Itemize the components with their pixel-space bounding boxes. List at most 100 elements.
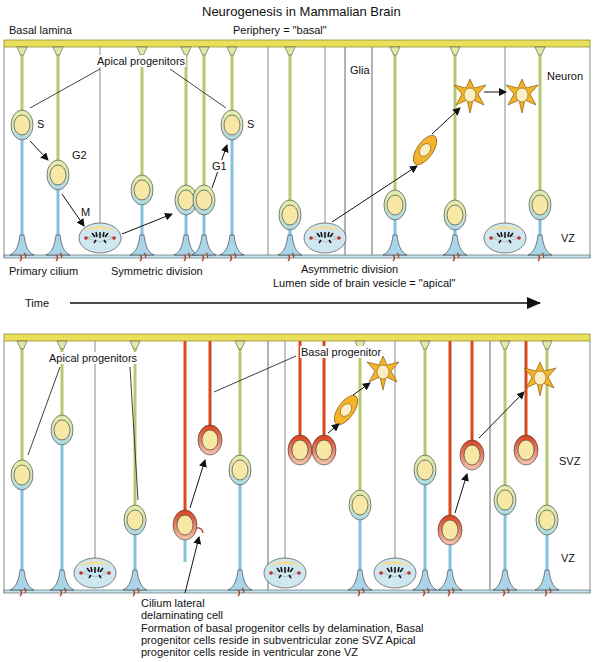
bottom-panel-part — [493, 570, 517, 596]
top-panel-part — [383, 235, 407, 261]
bottom-panel-part — [17, 341, 27, 349]
bottom-panel-part — [130, 341, 140, 349]
top-panel-part — [484, 223, 526, 253]
region-label: Basal lamina — [8, 24, 73, 36]
phase-label: S — [36, 118, 45, 130]
bottom-panel-part — [330, 391, 363, 428]
top-panel-part — [221, 110, 243, 140]
bottom-panel-part — [134, 341, 137, 505]
bottom-panel-part — [288, 435, 312, 465]
top-panel-part — [279, 200, 301, 230]
bottom-panel-part — [500, 341, 510, 349]
bottom-panel-part — [57, 341, 67, 349]
top-panel-part — [185, 47, 188, 185]
bottom-panel-part — [542, 341, 552, 349]
phase-label: G2 — [71, 149, 88, 161]
bottom-panel-part — [546, 341, 549, 505]
top-panel-part — [212, 145, 227, 188]
top-panel-part — [170, 69, 226, 108]
bottom-panel-part — [239, 485, 242, 571]
bottom-panel-part — [124, 505, 146, 535]
bottom-panel-part — [50, 570, 74, 596]
bottom-panel-part — [449, 341, 452, 515]
top-panel-part — [332, 166, 417, 222]
top-panel-part — [268, 47, 269, 255]
bottom-panel-part — [123, 570, 147, 596]
top-panel-part — [130, 235, 154, 261]
time-arrow — [70, 303, 540, 304]
bottom-panel-part — [239, 341, 242, 455]
zone-label: SVZ — [558, 455, 581, 467]
diagram-caption: Formation of basal progenitor cells by d… — [140, 622, 452, 658]
bottom-panel-part — [285, 341, 286, 558]
top-panel-part — [192, 235, 216, 261]
region-label: Periphery = "basal" — [232, 24, 328, 36]
part-label: Basal progenitor — [300, 346, 382, 358]
bottom-panel-part — [184, 540, 187, 562]
top-panel-part — [344, 47, 345, 255]
top-panel-part — [394, 47, 397, 190]
top-panel-part — [53, 47, 63, 55]
top-panel-part — [390, 47, 400, 55]
bottom-panel-part — [312, 435, 336, 465]
top-panel-part — [529, 190, 551, 220]
top-panel-part — [141, 205, 144, 236]
top-panel-part — [432, 108, 460, 134]
top-panel-part — [4, 255, 590, 258]
top-panel-part — [57, 47, 60, 160]
top-panel-part — [30, 141, 48, 160]
top-panel-part — [539, 47, 542, 190]
bottom-panel-part — [4, 341, 5, 593]
top-panel-part — [506, 79, 538, 113]
bottom-panel-part — [353, 383, 370, 395]
bottom-panel-part — [4, 590, 590, 593]
part-label: Neuron — [546, 70, 584, 82]
bottom-panel-part — [590, 341, 591, 593]
bottom-panel-part — [367, 356, 399, 390]
top-panel-part — [4, 47, 5, 258]
top-panel-part — [528, 235, 552, 261]
top-panel-part — [21, 47, 24, 110]
phase-label: M — [80, 206, 91, 218]
bottom-panel-part — [328, 424, 339, 433]
bottom-panel-part — [449, 545, 452, 571]
top-panel-part — [17, 47, 27, 55]
phase-label: S — [246, 118, 255, 130]
top-panel-part — [231, 47, 234, 110]
bottom-panel-part — [455, 474, 467, 513]
top-panel-part — [325, 47, 326, 223]
region-label: Lumen side of brain vesicle = "apical" — [272, 277, 456, 289]
top-panel-part — [203, 215, 206, 236]
bottom-panel-part — [10, 570, 34, 596]
bottom-panel — [4, 334, 590, 596]
top-panel-part — [285, 47, 295, 55]
bottom-panel-part — [209, 341, 212, 425]
top-panel-part — [122, 214, 172, 234]
bottom-panel-part — [420, 341, 430, 349]
time-arrow-part — [70, 302, 540, 304]
top-panel-part — [47, 160, 69, 190]
bottom-panel-part — [21, 490, 24, 571]
bottom-panel-part — [190, 460, 205, 508]
bottom-panel-part — [374, 558, 416, 588]
bottom-panel-part — [264, 558, 306, 588]
top-panel-part — [535, 47, 545, 55]
top-panel-part — [220, 235, 244, 261]
bottom-panel-part — [504, 515, 507, 571]
bottom-panel-part — [198, 425, 222, 455]
bottom-panel-part — [28, 367, 60, 455]
bottom-panel-part — [214, 356, 296, 392]
top-panel-part — [539, 220, 542, 236]
bottom-panel-part — [95, 341, 96, 558]
bottom-panel-part — [348, 570, 372, 596]
top-panel-part — [4, 40, 590, 47]
top-panel-part — [10, 235, 34, 261]
top-panel-part — [454, 79, 486, 113]
bottom-panel-part — [51, 415, 73, 445]
top-panel-part — [11, 110, 33, 140]
bottom-panel-part — [489, 341, 490, 590]
bottom-panel-part — [424, 341, 427, 455]
group-label: Apical progenitors — [96, 55, 186, 67]
top-panel-part — [137, 47, 147, 55]
bottom-panel-part — [438, 570, 462, 596]
